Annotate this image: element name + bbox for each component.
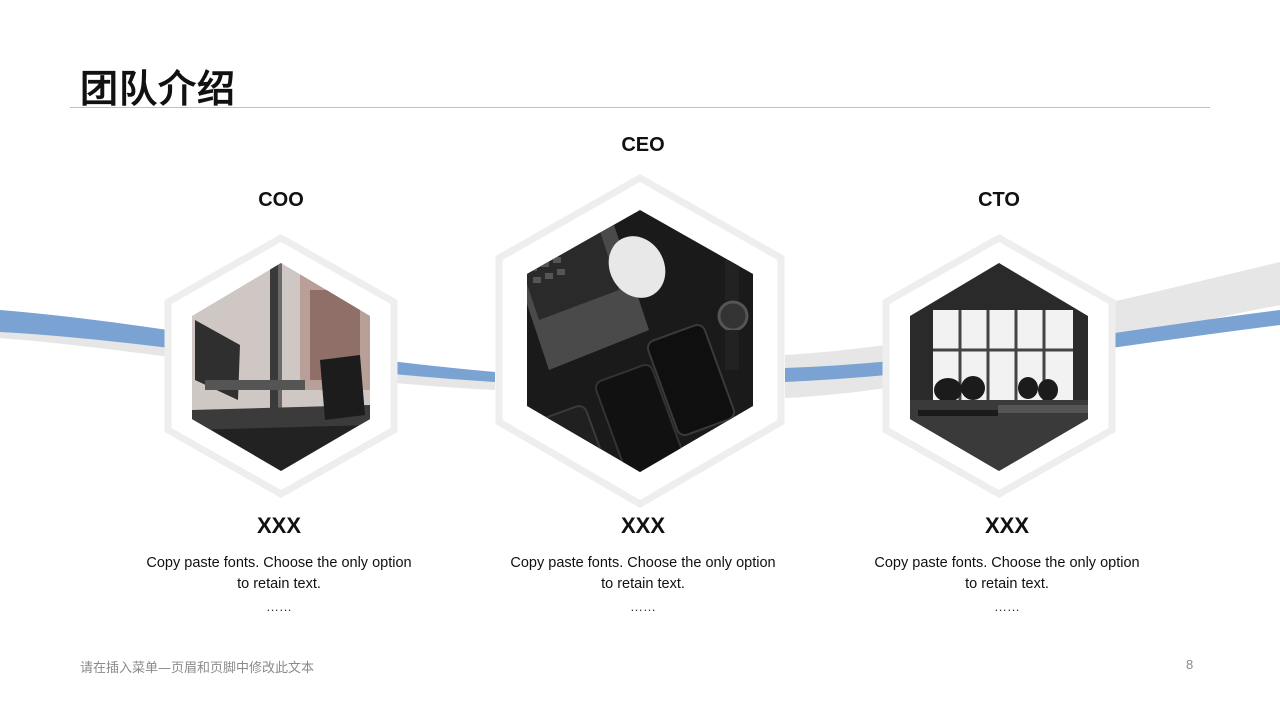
member-desc-line2: to retain text. [601,576,685,592]
member-desc-cto: Copy paste fonts. Choose the only option… [857,553,1157,595]
member-photo-ceo [495,173,785,509]
member-desc-line1: Copy paste fonts. Choose the only option [146,555,412,571]
member-photo-coo [164,233,398,499]
page-number: 8 [1186,657,1194,672]
member-desc-coo: Copy paste fonts. Choose the only option… [129,553,429,595]
role-label-ceo: CEO [621,134,665,156]
member-desc-ceo: Copy paste fonts. Choose the only option… [493,553,793,595]
member-desc-line1: Copy paste fonts. Choose the only option [510,555,776,571]
role-label-coo: COO [258,189,304,211]
member-ellipsis-coo: …… [266,599,292,614]
role-label-cto: CTO [978,189,1020,211]
member-ellipsis-cto: …… [994,599,1020,614]
member-ellipsis-ceo: …… [630,599,656,614]
member-desc-line1: Copy paste fonts. Choose the only option [874,555,1140,571]
member-desc-line2: to retain text. [237,576,321,592]
footer-text: 请在插入菜单—页眉和页脚中修改此文本 [80,661,315,676]
title-divider [70,107,1210,108]
member-name-coo: XXX [256,513,302,538]
member-desc-line2: to retain text. [965,576,1049,592]
member-photo-cto [882,233,1116,499]
page-title: 团队介绍 [80,67,237,111]
member-name-ceo: XXX [620,513,666,538]
member-name-cto: XXX [984,513,1030,538]
